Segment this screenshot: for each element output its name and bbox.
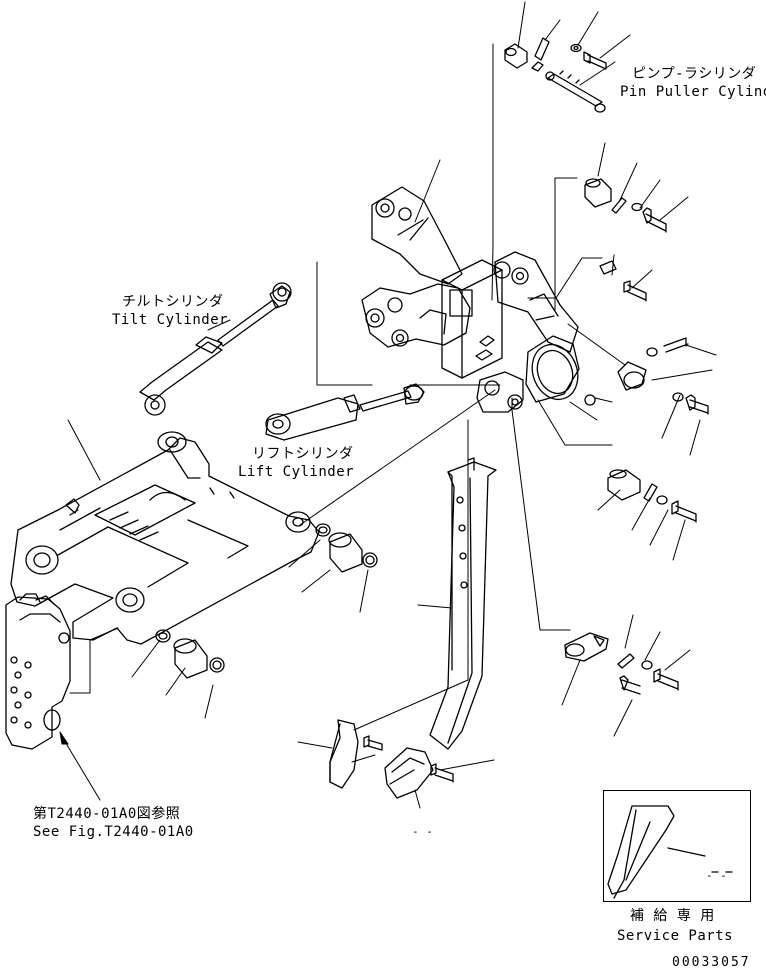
ripper-bracket-assembly — [361, 186, 580, 413]
service-parts-box — [603, 790, 751, 902]
drawing-number: 00033057 — [672, 955, 751, 970]
right-middle-parts — [584, 337, 709, 415]
ripper-shank — [429, 457, 497, 750]
ripper-frame — [10, 431, 320, 645]
pin-puller-label-jp: ピンプ-ラシリンダ — [632, 66, 757, 82]
pin-puller-label-en: Pin Puller Cylinder — [620, 84, 766, 100]
right-lower-pins — [607, 469, 697, 523]
lift-cylinder-label-en: Lift Cylinder — [238, 464, 355, 480]
blank-mark-2: - - — [706, 869, 728, 882]
service-parts-label-en: Service Parts — [617, 928, 734, 944]
tilt-cylinder — [139, 282, 292, 416]
right-upper-pins — [584, 178, 667, 302]
service-part-tip — [607, 805, 733, 899]
lift-cylinder — [265, 383, 425, 441]
tilt-cylinder-label-en: Tilt Cylinder — [112, 312, 229, 328]
see-fig-label-jp: 第T2440-01A0図参照 — [33, 806, 181, 822]
blank-mark: - - — [412, 825, 434, 838]
pin-puller-parts — [504, 37, 607, 113]
tilt-cylinder-label-jp: チルトシリンダ — [122, 294, 224, 310]
bushings — [155, 523, 378, 679]
bottom-right-pins — [564, 632, 679, 695]
see-fig-label-en: See Fig.T2440-01A0 — [33, 824, 194, 840]
service-parts-label-jp: 補 給 専 用 — [630, 908, 715, 924]
ripper-tips — [329, 719, 454, 799]
lift-cylinder-label-jp: リフトシリンダ — [252, 446, 354, 462]
mounting-bracket — [5, 593, 71, 750]
